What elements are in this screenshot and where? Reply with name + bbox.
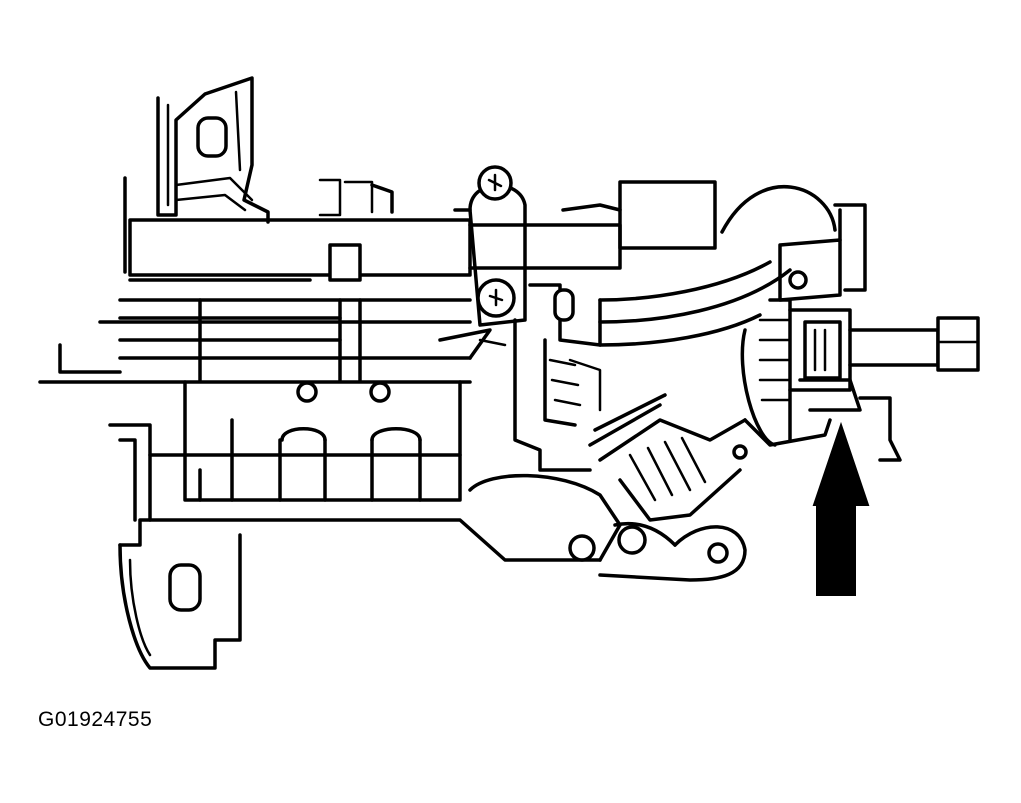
column-upper-tube — [123, 176, 622, 282]
lower-housing — [108, 380, 462, 522]
column-clamp — [453, 165, 527, 327]
indicator-arrow — [812, 421, 870, 596]
column-boot — [588, 393, 832, 522]
detail-marks — [478, 338, 748, 460]
upper-shaft-housing — [740, 203, 902, 462]
tilt-lever-mechanism — [468, 283, 747, 582]
steering-shaft-end — [848, 316, 980, 372]
tilt-rails — [38, 278, 492, 384]
column-cover — [561, 180, 837, 347]
figure-code: G01924755 — [38, 708, 153, 731]
lower-mounting-bracket — [118, 518, 602, 670]
upper-mounting-bracket — [156, 76, 270, 224]
